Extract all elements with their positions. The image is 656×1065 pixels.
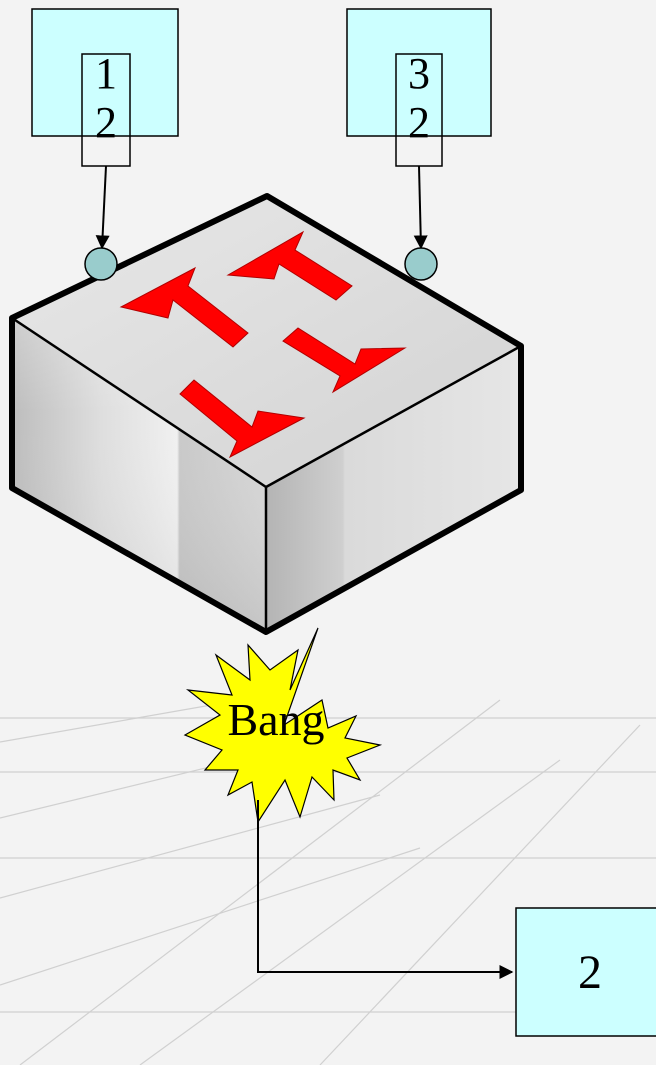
starburst-icon: Bang (185, 628, 380, 822)
link-left-to-port (102, 166, 106, 248)
frame-label-right-bottom: 2 (408, 98, 430, 147)
frame-label-left-top: 1 (95, 49, 117, 98)
host-label-bottom: 2 (578, 946, 602, 999)
port-left (85, 248, 117, 280)
host-box-left: 1 2 (32, 9, 178, 166)
frame-label-left-bottom: 2 (95, 98, 117, 147)
port-right (405, 248, 437, 280)
link-right-to-port (419, 166, 421, 248)
link-collision-to-host (258, 800, 512, 972)
collision-label: Bang (227, 694, 324, 745)
frame-label-right-top: 3 (408, 49, 430, 98)
host-box-bottom: 2 (516, 908, 656, 1036)
host-box-right: 3 2 (347, 9, 491, 166)
